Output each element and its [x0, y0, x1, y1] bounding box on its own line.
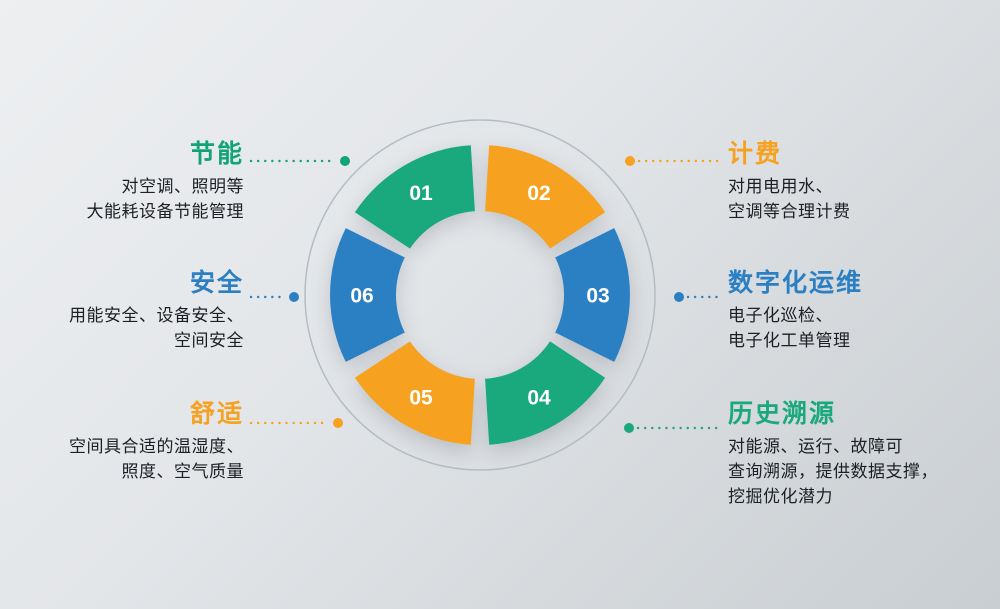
- label-title: 计费: [728, 140, 783, 168]
- connector-dot-digital-ops: [674, 292, 684, 302]
- segment-number-01: 01: [409, 182, 433, 205]
- segment-06: [330, 228, 405, 362]
- label-energy-saving: 节能 对空调、照明等 大能耗设备节能管理: [87, 140, 245, 224]
- label-desc-line: 挖掘优化潜力: [728, 487, 833, 506]
- label-title: 节能: [189, 140, 244, 168]
- label-title: 舒适: [189, 400, 244, 428]
- label-desc-line: 电子化巡检、: [728, 306, 833, 325]
- connector-dot-history-trace: [624, 423, 634, 433]
- label-desc-line: 对用电用水、: [728, 177, 833, 196]
- segment-03: [555, 228, 630, 362]
- label-desc-line: 查询溯源，提供数据支撑，: [728, 462, 938, 481]
- label-desc-line: 照度、空气质量: [121, 462, 244, 481]
- segment-number-05: 05: [409, 387, 433, 410]
- label-desc-line: 空间具合适的温湿度、: [69, 437, 244, 456]
- label-title: 安全: [189, 269, 244, 297]
- label-title: 数字化运维: [728, 269, 864, 297]
- label-billing: 计费 对用电用水、 空调等合理计费: [728, 140, 851, 224]
- label-desc-line: 大能耗设备节能管理: [86, 202, 244, 221]
- segment-number-03: 03: [586, 284, 609, 307]
- label-desc-line: 对能源、运行、故障可: [728, 437, 903, 456]
- label-desc-line: 用能安全、设备安全、: [69, 306, 244, 325]
- outer-ring-circle: [304, 119, 656, 471]
- donut-segments: 01 02 03 04 05 06: [330, 145, 630, 445]
- label-title: 历史溯源: [728, 400, 837, 428]
- connector-dot-safety: [289, 292, 299, 302]
- label-safety: 安全 用能安全、设备安全、 空间安全: [69, 269, 244, 353]
- label-desc-line: 对空调、照明等: [121, 177, 244, 196]
- segment-01: [354, 145, 475, 249]
- label-digital-ops: 数字化运维 电子化巡检、 电子化工单管理: [728, 269, 863, 353]
- connector-dot-billing: [625, 156, 635, 166]
- label-desc-line: 电子化工单管理: [728, 331, 851, 350]
- label-desc-line: 空调等合理计费: [728, 202, 851, 221]
- segment-04: [485, 341, 606, 445]
- connector-dot-energy-saving: [340, 156, 350, 166]
- label-comfort: 舒适 空间具合适的温湿度、 照度、空气质量: [69, 400, 244, 484]
- segment-number-02: 02: [527, 182, 550, 205]
- label-desc-line: 空间安全: [174, 331, 244, 350]
- connector-dot-comfort: [333, 418, 343, 428]
- segment-number-04: 04: [527, 387, 551, 410]
- leader-lines-and-dots: [249, 156, 724, 433]
- segment-05: [354, 341, 475, 445]
- segment-number-06: 06: [350, 284, 373, 307]
- label-history-trace: 历史溯源 对能源、运行、故障可 查询溯源，提供数据支撑， 挖掘优化潜力: [728, 400, 938, 509]
- segment-02: [485, 145, 606, 249]
